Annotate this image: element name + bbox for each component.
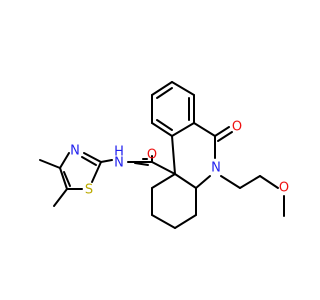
bond [171, 122, 195, 137]
bond [193, 122, 216, 137]
bond [195, 175, 211, 189]
carbonyl-bond [214, 126, 230, 137]
bond [171, 81, 195, 96]
methoxyethyl-chain [220, 175, 285, 217]
double-bond-inner [156, 87, 173, 99]
benzene-ring [151, 81, 195, 137]
methyl-bond [39, 159, 61, 169]
double-bond-inner [63, 171, 71, 187]
amide-h-label: H [114, 145, 124, 160]
thiazole-s-label: S [85, 183, 93, 198]
bond [174, 173, 197, 189]
bond [151, 214, 176, 229]
bond [100, 159, 113, 163]
bond [151, 161, 176, 175]
double-bond-inner [81, 156, 97, 166]
bond [91, 161, 102, 183]
bond [174, 214, 197, 229]
cyclohexane-ring [151, 173, 197, 229]
bond [151, 122, 173, 137]
double-bond-inner [156, 119, 173, 131]
bond [59, 167, 68, 190]
bond [171, 135, 176, 175]
carboxamide-group [100, 155, 176, 175]
lactam-n-label: N [211, 161, 221, 176]
bond [83, 152, 102, 163]
lactam-o-label: O [232, 120, 242, 135]
bond [151, 81, 173, 96]
thiazole-ring [39, 152, 102, 207]
bond [151, 173, 176, 189]
carbonyl-bond [217, 131, 233, 142]
bond [239, 175, 261, 189]
molecule-structure-diagram: H N O O N O N S [39, 81, 290, 229]
bond [59, 152, 70, 169]
lactam-ring [171, 122, 233, 189]
ether-o-label: O [279, 181, 289, 196]
bond [259, 175, 279, 189]
amide-carbonyl-bond [134, 162, 149, 166]
amide-n-label: N [114, 156, 124, 171]
methyl-bond [53, 188, 68, 207]
bond [220, 175, 241, 189]
thiazole-n-label: N [70, 144, 80, 159]
amide-o-label: O [147, 148, 157, 163]
molecule-svg: H N O O N O N S [39, 81, 289, 229]
